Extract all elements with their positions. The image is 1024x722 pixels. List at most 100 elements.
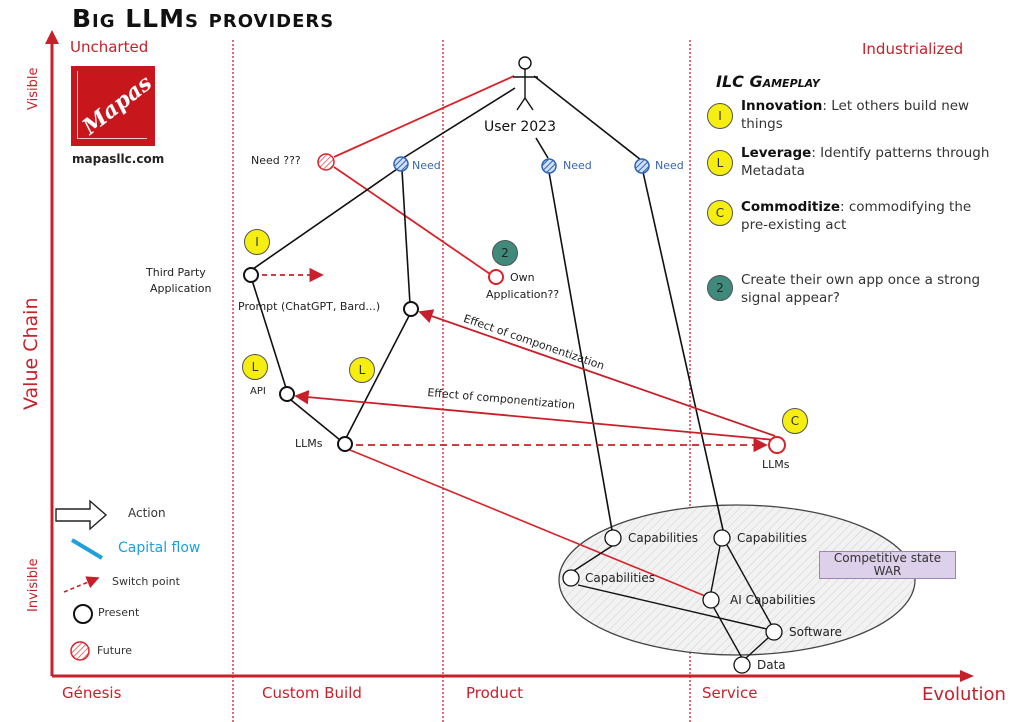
llms-future-node[interactable]: [768, 436, 786, 454]
software-node[interactable]: [765, 623, 783, 641]
gameplay-term: Leverage: [741, 145, 812, 161]
evolution-label: Evolution: [922, 684, 1006, 705]
link-user-needfuture: [333, 75, 515, 158]
need-label-2: Need: [563, 159, 592, 172]
gameplay-desc: : Let others build new things: [741, 98, 970, 132]
action-arrow-icon: [55, 499, 108, 531]
legend-switch-point: Switch point: [112, 575, 180, 588]
need-label-3: Need: [655, 159, 684, 172]
war-line-1: Competitive state: [833, 551, 942, 565]
link: [533, 75, 642, 161]
gameplay-badge-l: L: [707, 150, 733, 176]
link: [726, 544, 773, 627]
badge-leverage-prompt: L: [349, 357, 375, 383]
own-app-label-2: Application??: [486, 288, 560, 301]
gameplay-badge-c: C: [707, 200, 733, 226]
gameplay-item-own-app: Create their own app once a strong signa…: [741, 271, 1001, 307]
need-future-label: Need ???: [251, 154, 301, 167]
stage-genesis: Génesis: [62, 684, 122, 702]
link: [345, 313, 411, 439]
data-node[interactable]: [733, 656, 751, 674]
mapas-logo[interactable]: Mapas: [71, 66, 157, 146]
gameplay-item-innovation: Innovation: Let others build new things: [741, 97, 1001, 133]
user-label: User 2023: [484, 119, 556, 135]
api-label: API: [250, 386, 266, 397]
link: [399, 87, 516, 161]
ai-capabilities-node[interactable]: [702, 591, 720, 609]
competitive-area: [558, 504, 916, 656]
user-figure-icon: [513, 56, 538, 111]
gameplay-badge-i: I: [707, 103, 733, 129]
gameplay-item-commoditize: Commoditize: commodifying the pre-existi…: [741, 198, 1001, 234]
x-axis-arrow: [960, 670, 974, 682]
stage-custom-build: Custom Build: [262, 684, 362, 702]
software-label: Software: [789, 625, 842, 639]
industrialized-label: Industrialized: [862, 40, 964, 58]
logo-url[interactable]: mapasllc.com: [72, 152, 165, 166]
link: [710, 545, 721, 593]
link: [745, 637, 769, 659]
visible-label: Visible: [26, 67, 41, 110]
present-legend-icon: [73, 604, 93, 624]
link: [571, 545, 613, 573]
gameplay-title: ILC Gameplay: [716, 72, 820, 91]
third-party-label-1: Third Party: [146, 266, 206, 279]
link: [535, 137, 549, 159]
prompt-label: Prompt (ChatGPT, Bard...): [238, 300, 381, 313]
own-app-label-1: Own: [510, 271, 535, 284]
gameplay-desc: : Identify patterns through Metadata: [741, 145, 990, 179]
need-node-2[interactable]: [541, 158, 557, 174]
capabilities-node-1[interactable]: [604, 529, 622, 547]
prompt-node[interactable]: [403, 301, 419, 317]
capital-flow-icon: [70, 538, 104, 560]
llms-label: LLMs: [295, 437, 323, 450]
need-node-3[interactable]: [634, 158, 650, 174]
link: [548, 171, 613, 531]
legend-capital-flow: Capital flow: [118, 540, 201, 556]
llms-future-label: LLMs: [762, 458, 790, 471]
own-app-node[interactable]: [488, 269, 504, 285]
legend-future: Future: [97, 644, 133, 657]
gameplay-item-leverage: Leverage: Identify patterns through Meta…: [741, 144, 1001, 180]
link: [577, 584, 772, 631]
future-legend-icon: [70, 641, 90, 661]
y-axis-arrow: [45, 30, 59, 44]
badge-own-app: 2: [492, 240, 518, 266]
capabilities-label-1: Capabilities: [628, 531, 698, 545]
third-party-node[interactable]: [243, 267, 259, 283]
link: [713, 607, 743, 659]
value-chain-label: Value Chain: [20, 297, 42, 411]
link: [290, 399, 341, 441]
gameplay-term: Commoditize: [741, 199, 840, 215]
capabilities-node-2[interactable]: [713, 529, 731, 547]
link: [401, 169, 411, 305]
uncharted-label: Uncharted: [70, 38, 149, 56]
capabilities-node-3[interactable]: [562, 569, 580, 587]
third-party-label-2: Application: [150, 282, 212, 295]
capabilities-label-3: Capabilities: [585, 571, 655, 585]
gameplay-badge-2: 2: [707, 275, 733, 301]
api-node[interactable]: [279, 386, 295, 402]
stage-service: Service: [702, 684, 758, 702]
effect-arrow-prompt: [418, 309, 776, 437]
link: [251, 279, 287, 389]
need-future-node[interactable]: [317, 153, 335, 171]
llms-node[interactable]: [337, 436, 353, 452]
effect-arrow-api: [294, 389, 776, 441]
ai-capabilities-label: AI Capabilities: [730, 593, 816, 607]
legend-action: Action: [128, 506, 166, 520]
competitive-state-box: Competitive state WAR: [819, 551, 956, 579]
need-node-1[interactable]: [393, 156, 409, 172]
badge-innovation: I: [244, 229, 270, 255]
invisible-label: Invisible: [26, 558, 41, 612]
gameplay-desc: Create their own app once a strong signa…: [741, 272, 981, 306]
badge-leverage-api: L: [242, 354, 268, 380]
capabilities-label-2: Capabilities: [737, 531, 807, 545]
gameplay-desc: : commodifying the pre-existing act: [741, 199, 972, 233]
link: [642, 171, 724, 531]
war-line-2: WAR: [873, 564, 902, 578]
badge-commoditize: C: [782, 408, 808, 434]
data-label: Data: [757, 658, 786, 672]
switch-point-icon: [63, 576, 100, 593]
